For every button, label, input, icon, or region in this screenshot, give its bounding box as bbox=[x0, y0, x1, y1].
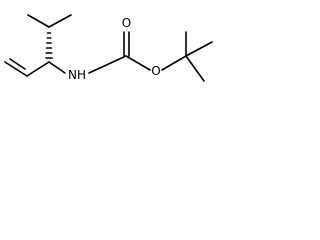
bond-nitrogen-to-carbonyl bbox=[88, 55, 127, 74]
bond-isopropyl-left bbox=[27, 14, 50, 28]
double-bond-outer bbox=[4, 61, 28, 77]
carbonyl-double-bond bbox=[123, 31, 130, 57]
bond-ester-oxygen-to-tertbutyl bbox=[161, 55, 187, 71]
tert-butyl-group bbox=[185, 31, 213, 82]
bond-carbonyl-to-ester-oxygen bbox=[125, 55, 151, 71]
structure-diagram: NH O O bbox=[4, 14, 213, 82]
double-bond-inner bbox=[9, 58, 26, 70]
tertbutyl-methyl-down bbox=[185, 55, 205, 82]
nitrogen-label: NH bbox=[68, 68, 86, 82]
tertbutyl-methyl-right bbox=[185, 41, 213, 57]
hashed-wedge-bond bbox=[45, 32, 53, 59]
isopropyl-group bbox=[27, 14, 72, 28]
vinyl-group bbox=[4, 58, 50, 77]
bond-stereocenter-to-alkene bbox=[26, 61, 50, 77]
bond-stereocenter-to-nitrogen bbox=[48, 61, 66, 74]
ester-oxygen-label: O bbox=[151, 64, 160, 78]
bond-isopropyl-right bbox=[48, 14, 72, 28]
carbonyl-oxygen-label: O bbox=[122, 16, 131, 30]
